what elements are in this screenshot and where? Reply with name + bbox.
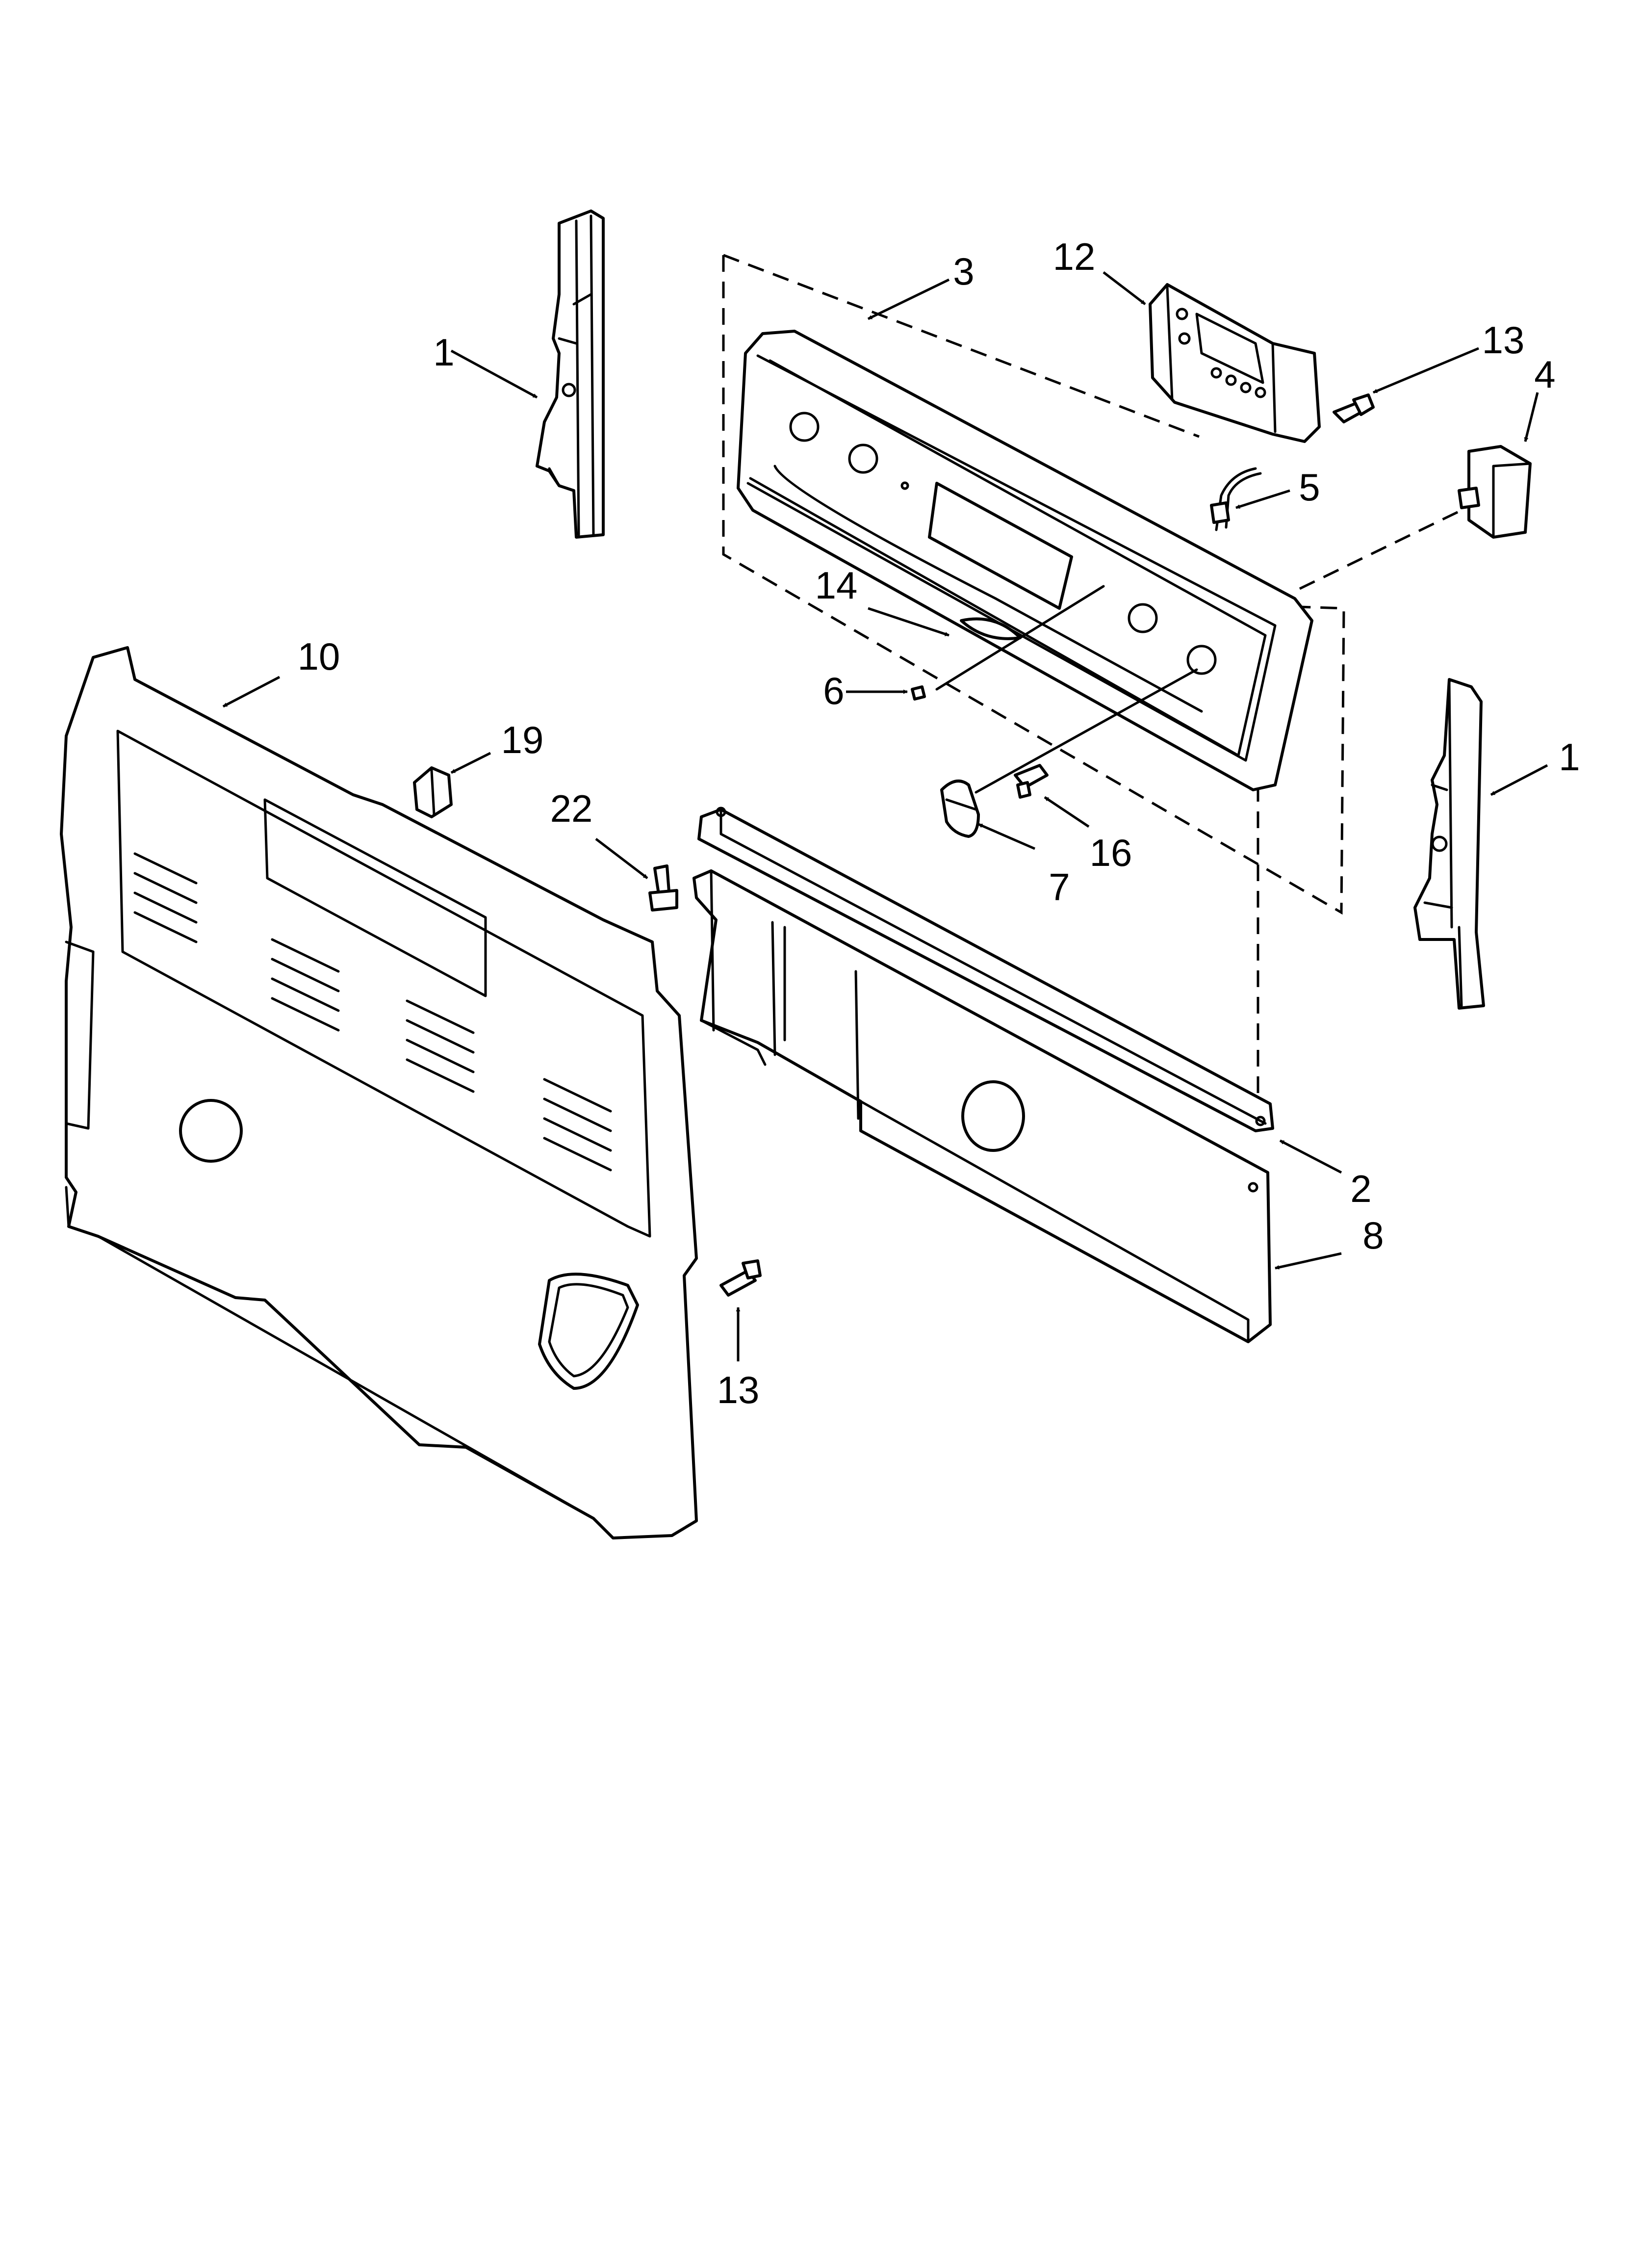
side-bracket-right	[1413, 678, 1485, 1010]
side-bracket-left	[536, 209, 605, 539]
callout-labels: 1 1 2 3 4 5 6 7 8 10 12 13 13 14 16 19 2…	[298, 235, 1580, 1411]
callout-13-bottom: 13	[717, 1368, 760, 1411]
console-panel	[737, 330, 1313, 791]
screw-13-top	[1333, 393, 1375, 423]
screw-16	[1014, 764, 1049, 799]
callout-12: 12	[1053, 235, 1096, 278]
lower-panel	[693, 869, 1272, 1343]
leader-arrows	[222, 271, 1548, 1361]
screw-22	[648, 864, 678, 912]
callout-14: 14	[815, 564, 858, 607]
callout-3: 3	[953, 250, 974, 293]
wire-harness	[1210, 467, 1262, 531]
callout-2: 2	[1350, 1167, 1371, 1210]
console-bracket	[697, 807, 1274, 1132]
assembly-outline	[722, 254, 1462, 1119]
electronic-control	[1149, 283, 1321, 443]
knob	[940, 780, 980, 838]
callout-1-right: 1	[1559, 735, 1580, 779]
callout-19: 19	[501, 718, 544, 761]
callout-16: 16	[1090, 831, 1132, 874]
callout-22: 22	[550, 787, 593, 830]
callout-8: 8	[1362, 1214, 1384, 1257]
callout-5: 5	[1299, 466, 1320, 509]
callout-13-top: 13	[1482, 318, 1525, 362]
callout-4: 4	[1534, 353, 1555, 396]
rear-panel	[60, 646, 698, 1539]
clip	[413, 766, 453, 818]
callout-10: 10	[298, 635, 340, 678]
callout-1-left: 1	[433, 331, 454, 374]
screw-6	[911, 685, 926, 701]
callout-7: 7	[1049, 865, 1070, 909]
switch	[1458, 445, 1532, 539]
callout-6: 6	[823, 669, 844, 712]
screw-13-bottom	[719, 1259, 762, 1297]
